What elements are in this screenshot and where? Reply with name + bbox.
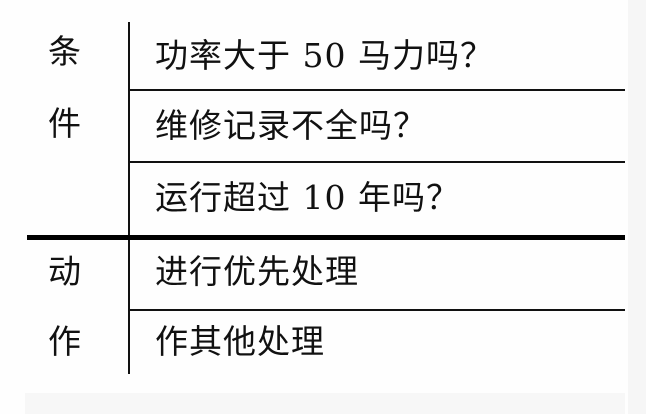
column-divider — [128, 22, 130, 374]
row-divider — [130, 309, 625, 311]
actions-label-char-2: 作 — [48, 322, 81, 361]
conditions-label-char-1: 条 — [48, 32, 81, 71]
condition-row: 运行超过 10 年吗？ — [155, 178, 460, 217]
action-row: 作其他处理 — [155, 322, 325, 361]
page-edge — [628, 0, 646, 414]
row-divider — [130, 89, 625, 91]
row-divider — [130, 161, 625, 163]
condition-row: 维修记录不全吗？ — [155, 106, 427, 145]
action-row: 进行优先处理 — [155, 252, 359, 291]
section-divider — [27, 235, 625, 240]
actions-label-char-1: 动 — [48, 252, 81, 291]
condition-row: 功率大于 50 马力吗？ — [155, 36, 494, 75]
conditions-label-char-2: 件 — [48, 104, 81, 143]
bottom-strip — [25, 393, 625, 414]
